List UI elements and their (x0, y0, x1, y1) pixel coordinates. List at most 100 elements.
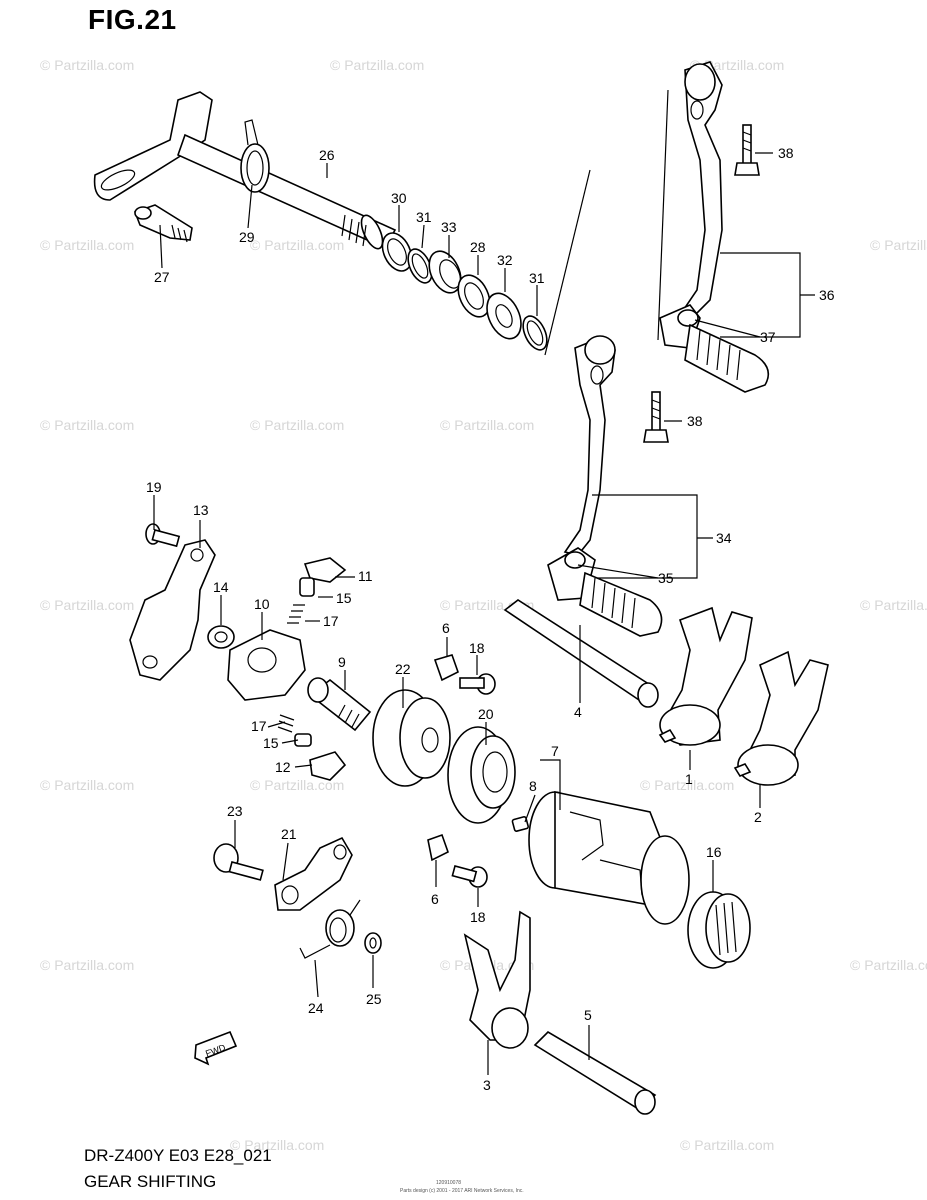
spring-17-upper (287, 604, 305, 624)
screw-19 (145, 523, 181, 548)
label-14: 14 (213, 579, 229, 595)
label-19: 19 (146, 479, 162, 495)
bolt-38-lower (643, 391, 669, 443)
svg-text:© Partzilla.com: © Partzilla.com (250, 237, 344, 253)
circlip-31b (522, 315, 548, 351)
svg-text:© Partzilla.com: © Partzilla.com (40, 777, 134, 793)
stopper-arm-21 (274, 836, 353, 911)
label-35: 35 (658, 570, 674, 586)
label-28: 28 (470, 239, 486, 255)
pin-8 (511, 816, 529, 832)
shaft-9 (307, 677, 372, 732)
leader-lines (153, 152, 815, 1075)
label-17b: 17 (251, 718, 267, 734)
footpeg-35 (547, 547, 663, 637)
label-5: 5 (584, 1007, 592, 1023)
label-31b: 31 (529, 270, 545, 286)
part-labels: 26 29 27 30 31 33 28 32 31 38 36 37 38 3… (146, 145, 835, 1093)
svg-text:© Partzilla.com: © Partzilla.com (40, 417, 134, 433)
label-3: 3 (483, 1077, 491, 1093)
circlip-31 (407, 248, 433, 284)
watermark-layer: © Partzilla.com © Partzilla.com © Partzi… (40, 57, 927, 1153)
stopper-plate-13 (129, 539, 216, 681)
label-15b: 15 (263, 735, 279, 751)
label-15a: 15 (336, 590, 352, 606)
svg-text:© Partzilla.com: © Partzilla.com (440, 417, 534, 433)
footpeg-37 (659, 304, 770, 393)
bolt-38-upper (734, 124, 760, 176)
gearshift-cam-10 (227, 629, 306, 701)
model-code: DR-Z400Y E03 E28_021 (84, 1146, 272, 1165)
fine-print-copyright: Parts design (c) 2001 - 2017 ARI Network… (400, 1188, 524, 1194)
washer-25 (364, 932, 382, 954)
label-29: 29 (239, 229, 255, 245)
label-8: 8 (529, 778, 537, 794)
washer-30 (381, 232, 413, 272)
svg-text:© Partzilla.com: © Partzilla.com (40, 597, 134, 613)
label-38b: 38 (687, 413, 703, 429)
label-26: 26 (319, 147, 335, 163)
pawl-11 (303, 557, 347, 583)
label-16: 16 (706, 844, 722, 860)
label-32: 32 (497, 252, 513, 268)
label-18a: 18 (469, 640, 485, 656)
svg-text:© Partzilla.com: © Partzilla.com (870, 237, 927, 253)
bearing-20 (447, 726, 516, 824)
svg-text:© Partzilla.com: © Partzilla.com (850, 957, 927, 973)
label-31a: 31 (416, 209, 432, 225)
cam-gear-22 (372, 689, 451, 787)
label-22: 22 (395, 661, 411, 677)
label-34: 34 (716, 530, 732, 546)
spring-17-lower (277, 714, 295, 733)
label-6b: 6 (431, 891, 439, 907)
bolt-23 (213, 843, 264, 881)
label-27: 27 (154, 269, 170, 285)
plate-6-lower (427, 833, 449, 862)
svg-text:© Partzilla.com: © Partzilla.com (250, 417, 344, 433)
gearshift-lever-36 (657, 61, 723, 341)
shift-fork-1 (658, 606, 753, 746)
label-12: 12 (275, 759, 291, 775)
bearing-33 (428, 250, 462, 294)
label-6a: 6 (442, 620, 450, 636)
label-20: 20 (478, 706, 494, 722)
svg-text:© Partzilla.com: © Partzilla.com (40, 957, 134, 973)
leader-line (544, 169, 591, 356)
label-10: 10 (254, 596, 270, 612)
label-21: 21 (281, 826, 297, 842)
spring-24 (299, 899, 361, 959)
washer-14 (207, 625, 235, 649)
shift-fork-3 (463, 910, 531, 1049)
screw-18-upper (459, 673, 496, 695)
bolt-27 (133, 204, 193, 243)
label-18b: 18 (470, 909, 486, 925)
bearing-16 (687, 891, 751, 969)
svg-text:© Partzilla.com: © Partzilla.com (680, 1137, 774, 1153)
shift-fork-2 (733, 650, 829, 786)
svg-text:© Partzilla.com: © Partzilla.com (40, 237, 134, 253)
label-37: 37 (760, 329, 776, 345)
washer-32 (486, 292, 522, 340)
label-25: 25 (366, 991, 382, 1007)
label-23: 23 (227, 803, 243, 819)
figure-title: FIG.21 (88, 4, 177, 35)
svg-text:© Partzilla.com: © Partzilla.com (230, 1137, 324, 1153)
gearshift-lever-34 (563, 335, 616, 556)
label-7: 7 (551, 743, 559, 759)
fine-print-code: 120910078 (436, 1180, 462, 1186)
svg-text:© Partzilla.com: © Partzilla.com (250, 777, 344, 793)
section-name: GEAR SHIFTING (84, 1172, 217, 1191)
label-4: 4 (574, 704, 582, 720)
label-36: 36 (819, 287, 835, 303)
screw-18-lower (451, 865, 488, 888)
shift-drum-7 (528, 791, 690, 925)
label-9: 9 (338, 654, 346, 670)
label-1: 1 (685, 771, 693, 787)
label-33: 33 (441, 219, 457, 235)
oil-seal-28 (457, 274, 491, 318)
plate-6-upper (433, 654, 459, 682)
fork-shaft-5 (533, 1030, 657, 1115)
label-2: 2 (754, 809, 762, 825)
label-11: 11 (358, 568, 373, 584)
